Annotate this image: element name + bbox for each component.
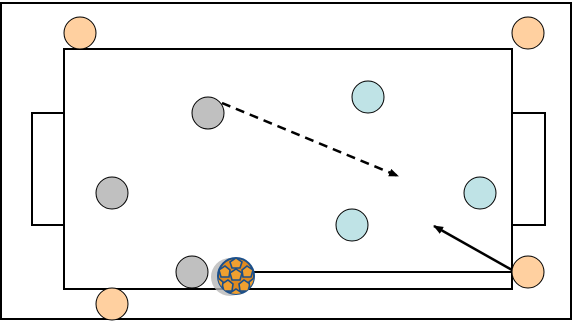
goal-left [31,112,66,226]
neutral-player [63,16,97,50]
neutral-player [511,255,545,289]
soccer-ball-icon [211,257,255,296]
gray-player [191,96,225,130]
gray-player [175,255,209,289]
dashed-run-arrow [221,101,399,178]
neutral-player [95,287,129,321]
blue-player [335,208,369,242]
gray-player [95,176,129,210]
blue-player [351,80,385,114]
blue-player [463,176,497,210]
neutral-player [511,16,545,50]
pass-arrow [433,224,513,272]
goal-right [511,112,546,226]
pitch [63,48,513,290]
